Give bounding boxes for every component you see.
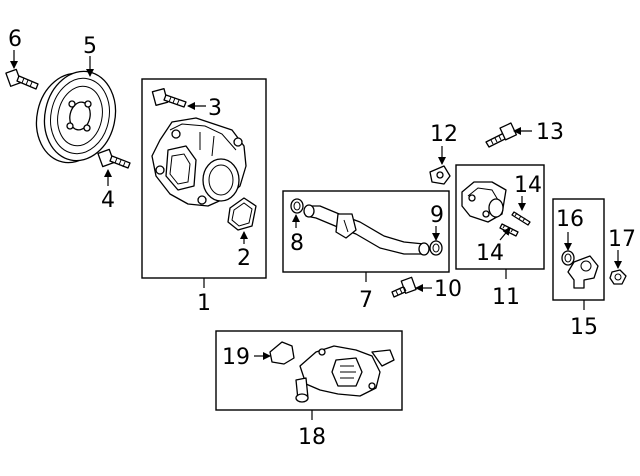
bolt-6-part	[5, 68, 39, 90]
thermostat-assembly-part	[295, 345, 395, 403]
gasket-19-part	[269, 341, 295, 365]
pulley-part	[35, 70, 117, 164]
callout-17: 17	[608, 227, 636, 252]
callout-14-upper: 14	[514, 173, 542, 198]
callout-5: 5	[83, 34, 97, 59]
arrow-14-lower	[499, 227, 511, 241]
bolt-4-part	[97, 148, 131, 169]
outlet-housing-frame	[455, 164, 545, 270]
callout-8: 8	[290, 231, 304, 256]
callout-3: 3	[208, 96, 222, 121]
seal-12-part	[429, 165, 451, 185]
water-pump-part	[151, 117, 247, 207]
bypass-pipe-part	[303, 204, 430, 256]
callout-9: 9	[430, 203, 444, 228]
callout-18: 18	[298, 425, 326, 450]
callout-15: 15	[570, 315, 598, 340]
callout-14-lower: 14	[476, 241, 504, 266]
o-ring-16-part	[561, 250, 575, 266]
thermostat-housing-frame	[552, 198, 605, 301]
callout-10: 10	[434, 277, 462, 302]
plug-17-part	[609, 269, 627, 285]
thermostat-housing-part	[567, 255, 599, 289]
o-ring-8-part	[290, 198, 304, 214]
bolt-10-part	[391, 276, 417, 298]
callout-16: 16	[556, 207, 584, 232]
callout-19: 19	[222, 345, 250, 370]
bolt-3-part	[151, 88, 187, 108]
callout-12: 12	[430, 122, 458, 147]
callout-2: 2	[237, 246, 251, 271]
o-ring-9-part	[429, 240, 443, 256]
stud-14-upper-part	[511, 211, 531, 226]
callout-7: 7	[359, 288, 373, 313]
callout-4: 4	[101, 188, 115, 213]
callout-6: 6	[8, 27, 22, 52]
callout-1: 1	[197, 291, 211, 316]
callout-11: 11	[492, 285, 520, 310]
thermostat-assembly-frame	[215, 330, 403, 411]
bolt-13-part	[485, 122, 518, 148]
callout-13: 13	[536, 120, 564, 145]
gasket-part	[227, 197, 257, 231]
outlet-housing-part	[461, 181, 507, 223]
